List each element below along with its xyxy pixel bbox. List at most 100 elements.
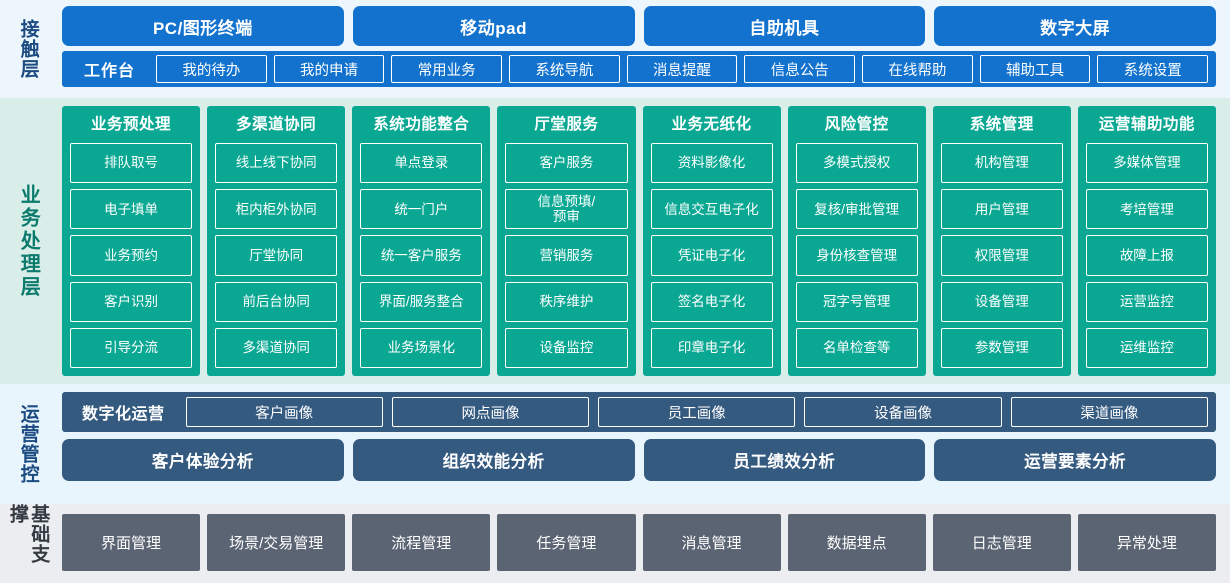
business-item[interactable]: 运营监控 <box>1085 281 1208 322</box>
business-item[interactable]: 统一门户 <box>360 189 483 230</box>
business-item[interactable]: 凭证电子化 <box>650 235 773 276</box>
business-column-title: 风险管控 <box>824 116 889 133</box>
digital-operations-row: 数字化运营 客户画像 网点画像 员工画像 设备画像 渠道画像 <box>62 392 1216 432</box>
business-item[interactable]: 单点登录 <box>360 143 483 184</box>
business-item[interactable]: 用户管理 <box>940 189 1063 230</box>
business-item[interactable]: 资料影像化 <box>650 143 773 184</box>
workbench-item-common-business[interactable]: 常用业务 <box>391 55 503 83</box>
layer-operations: 运营管控 数字化运营 客户画像 网点画像 员工画像 设备画像 渠道画像 客户体验… <box>0 384 1230 504</box>
layer-business-body: 业务预处理 排队取号 电子填单 业务预约 客户识别 引导分流 多渠道协同 线上线… <box>56 98 1230 384</box>
business-column-paperless: 业务无纸化 资料影像化 信息交互电子化 凭证电子化 签名电子化 印章电子化 <box>642 106 781 376</box>
foundation-item-data-tracking[interactable]: 数据埋点 <box>787 514 926 571</box>
portrait-item-customer[interactable]: 客户画像 <box>185 397 383 427</box>
layer-contact-body: PC/图形终端 移动pad 自助机具 数字大屏 工作台 我的待办 我的申请 常用… <box>56 0 1230 98</box>
portrait-item-channel[interactable]: 渠道画像 <box>1010 397 1208 427</box>
analysis-item-operation-factor[interactable]: 运营要素分析 <box>934 439 1216 481</box>
workbench-title: 工作台 <box>84 63 136 80</box>
business-column-system-management: 系统管理 机构管理 用户管理 权限管理 设备管理 参数管理 <box>932 106 1071 376</box>
business-item[interactable]: 排队取号 <box>70 143 193 184</box>
business-item[interactable]: 线上线下协同 <box>215 143 338 184</box>
analysis-row: 客户体验分析 组织效能分析 员工绩效分析 运营要素分析 <box>62 439 1216 481</box>
layer-label-operations: 运营管控 <box>0 384 56 504</box>
business-item[interactable]: 多媒体管理 <box>1085 143 1208 184</box>
business-item[interactable]: 设备管理 <box>940 281 1063 322</box>
foundation-item-scene-transaction-management[interactable]: 场景/交易管理 <box>207 514 346 571</box>
business-item[interactable]: 多模式授权 <box>795 143 918 184</box>
business-item[interactable]: 前后台协同 <box>215 281 338 322</box>
business-item[interactable]: 秩序维护 <box>505 281 628 322</box>
digital-operations-title: 数字化运营 <box>82 406 165 423</box>
foundation-item-process-management[interactable]: 流程管理 <box>352 514 491 571</box>
business-item[interactable]: 界面/服务整合 <box>360 281 483 322</box>
business-column-risk-control: 风险管控 多模式授权 复核/审批管理 身份核查管理 冠字号管理 名单检查等 <box>787 106 926 376</box>
business-item[interactable]: 信息预填/ 预审 <box>505 189 628 230</box>
layer-label-contact: 接触层 <box>0 0 56 98</box>
workbench-item-online-help[interactable]: 在线帮助 <box>862 55 973 83</box>
analysis-item-customer-experience[interactable]: 客户体验分析 <box>62 439 344 481</box>
layer-foundation-body: 界面管理 场景/交易管理 流程管理 任务管理 消息管理 数据埋点 日志管理 异常… <box>56 504 1230 583</box>
business-item[interactable]: 运维监控 <box>1085 327 1208 369</box>
portrait-item-device[interactable]: 设备画像 <box>804 397 1002 427</box>
portrait-item-employee[interactable]: 员工画像 <box>598 397 796 427</box>
channel-box-digital-screen[interactable]: 数字大屏 <box>934 6 1216 46</box>
workbench-item-my-application[interactable]: 我的申请 <box>273 55 385 83</box>
business-item[interactable]: 故障上报 <box>1085 235 1208 276</box>
business-column-system-integration: 系统功能整合 单点登录 统一门户 统一客户服务 界面/服务整合 业务场景化 <box>352 106 491 376</box>
foundation-item-exception-handling[interactable]: 异常处理 <box>1077 514 1216 571</box>
layer-operations-body: 数字化运营 客户画像 网点画像 员工画像 设备画像 渠道画像 客户体验分析 组织… <box>56 384 1230 504</box>
business-item[interactable]: 考培管理 <box>1085 189 1208 230</box>
business-item[interactable]: 厅堂协同 <box>215 235 338 276</box>
foundation-item-ui-management[interactable]: 界面管理 <box>62 514 201 571</box>
layer-label-foundation: 基础支撑 <box>0 504 56 583</box>
business-item[interactable]: 统一客户服务 <box>360 235 483 276</box>
business-item[interactable]: 客户服务 <box>505 143 628 184</box>
business-column-preprocessing: 业务预处理 排队取号 电子填单 业务预约 客户识别 引导分流 <box>62 106 201 376</box>
business-item[interactable]: 设备监控 <box>505 327 628 369</box>
business-item[interactable]: 机构管理 <box>940 143 1063 184</box>
business-column-title: 系统功能整合 <box>373 116 470 133</box>
workbench-item-my-todo[interactable]: 我的待办 <box>156 55 267 83</box>
business-item[interactable]: 参数管理 <box>940 327 1063 369</box>
foundation-item-log-management[interactable]: 日志管理 <box>932 514 1071 571</box>
foundation-item-message-management[interactable]: 消息管理 <box>642 514 781 571</box>
channel-box-self-service[interactable]: 自助机具 <box>643 6 926 46</box>
business-item[interactable]: 客户识别 <box>70 281 193 322</box>
business-item[interactable]: 印章电子化 <box>650 327 773 369</box>
business-item[interactable]: 签名电子化 <box>650 281 773 322</box>
business-item[interactable]: 电子填单 <box>70 189 193 230</box>
business-column-multichannel: 多渠道协同 线上线下协同 柜内柜外协同 厅堂协同 前后台协同 多渠道协同 <box>207 106 346 376</box>
layer-business: 业务处理层 业务预处理 排队取号 电子填单 业务预约 客户识别 引导分流 多渠道… <box>0 98 1230 384</box>
analysis-item-employee-performance[interactable]: 员工绩效分析 <box>643 439 926 481</box>
business-item[interactable]: 名单检查等 <box>795 327 918 369</box>
channel-box-pc[interactable]: PC/图形终端 <box>62 6 344 46</box>
business-item[interactable]: 身份核查管理 <box>795 235 918 276</box>
business-column-title: 业务无纸化 <box>671 116 752 133</box>
business-item[interactable]: 冠字号管理 <box>795 281 918 322</box>
business-item[interactable]: 权限管理 <box>940 235 1063 276</box>
foundation-item-task-management[interactable]: 任务管理 <box>497 514 636 571</box>
analysis-item-org-efficiency[interactable]: 组织效能分析 <box>352 439 635 481</box>
business-column-title: 厅堂服务 <box>534 116 599 133</box>
business-item[interactable]: 柜内柜外协同 <box>215 189 338 230</box>
workbench-item-message-alert[interactable]: 消息提醒 <box>626 55 738 83</box>
business-column-lobby-service: 厅堂服务 客户服务 信息预填/ 预审 营销服务 秩序维护 设备监控 <box>497 106 636 376</box>
workbench-row: 工作台 我的待办 我的申请 常用业务 系统导航 消息提醒 信息公告 在线帮助 辅… <box>62 51 1216 87</box>
layer-foundation: 基础支撑 界面管理 场景/交易管理 流程管理 任务管理 消息管理 数据埋点 日志… <box>0 504 1230 583</box>
workbench-item-info-bulletin[interactable]: 信息公告 <box>744 55 856 83</box>
business-column-operation-support: 运营辅助功能 多媒体管理 考培管理 故障上报 运营监控 运维监控 <box>1077 106 1216 376</box>
business-item[interactable]: 复核/审批管理 <box>795 189 918 230</box>
portrait-item-branch[interactable]: 网点画像 <box>391 397 590 427</box>
business-item[interactable]: 业务预约 <box>70 235 193 276</box>
workbench-item-system-settings[interactable]: 系统设置 <box>1097 55 1209 83</box>
layer-contact: 接触层 PC/图形终端 移动pad 自助机具 数字大屏 工作台 我的待办 我的申… <box>0 0 1230 98</box>
channel-box-mobile-pad[interactable]: 移动pad <box>352 6 635 46</box>
workbench-item-system-navigation[interactable]: 系统导航 <box>509 55 620 83</box>
workbench-item-aux-tools[interactable]: 辅助工具 <box>979 55 1091 83</box>
business-item[interactable]: 营销服务 <box>505 235 628 276</box>
business-item[interactable]: 业务场景化 <box>360 327 483 369</box>
business-item[interactable]: 信息交互电子化 <box>650 189 773 230</box>
business-item[interactable]: 引导分流 <box>70 327 193 369</box>
business-item[interactable]: 多渠道协同 <box>215 327 338 369</box>
business-column-title: 业务预处理 <box>91 116 172 133</box>
